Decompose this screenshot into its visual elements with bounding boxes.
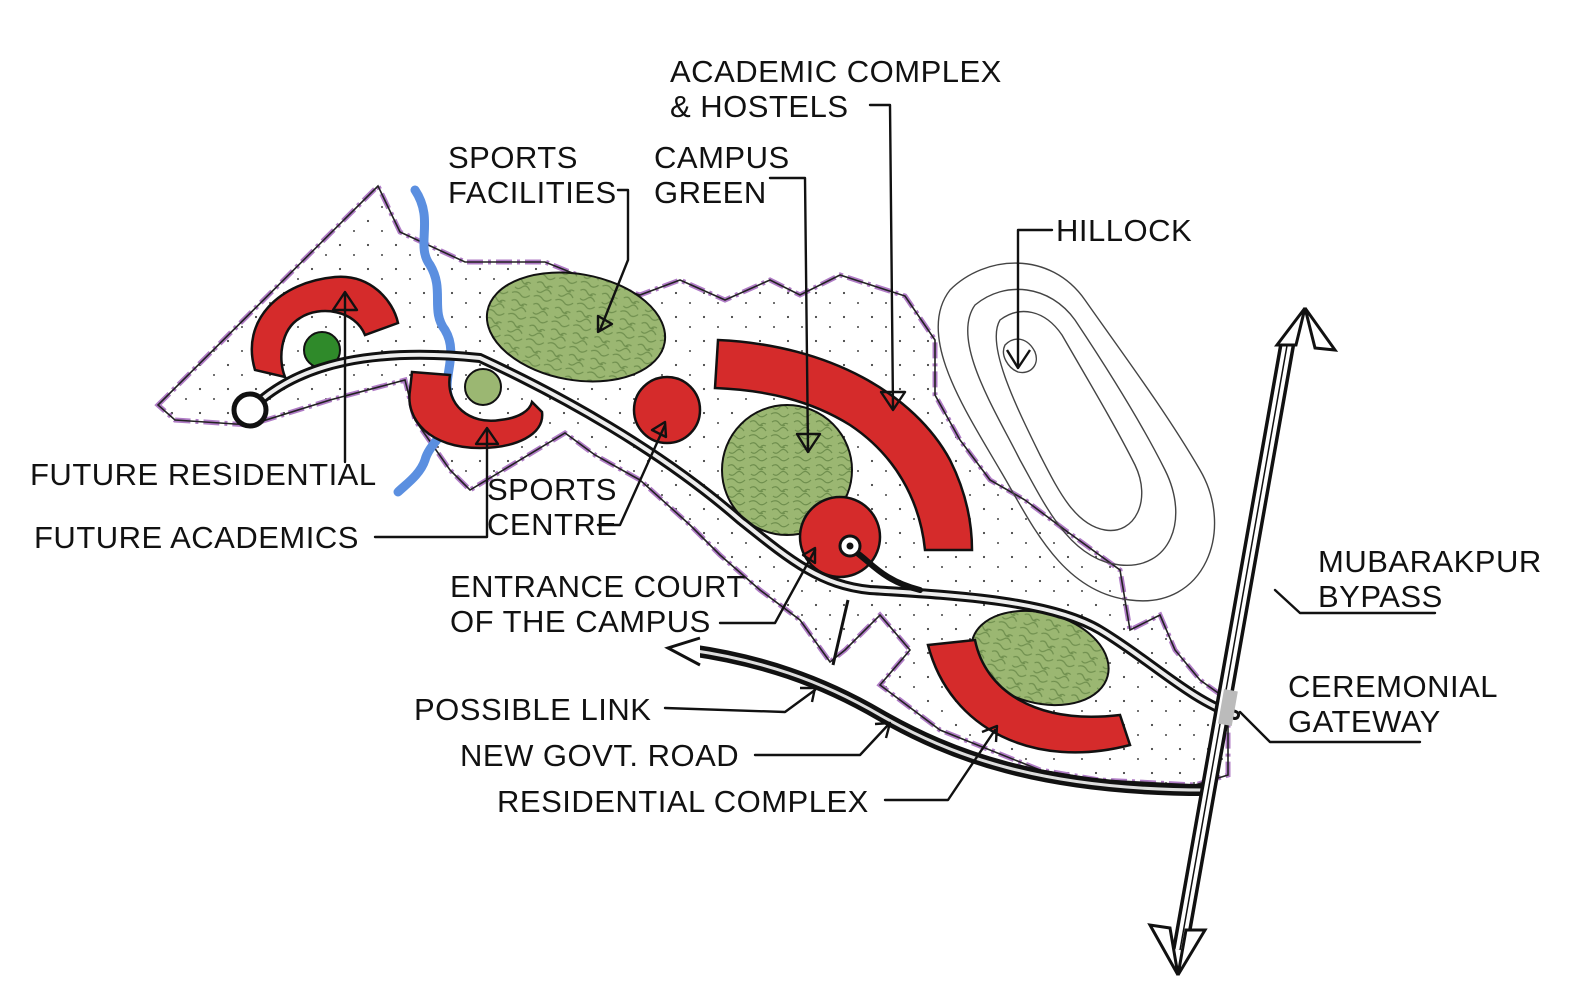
label-new-govt-road: NEW GOVT. ROAD <box>460 738 739 773</box>
label-residential-complex: RESIDENTIAL COMPLEX <box>497 784 869 819</box>
new-govt-road <box>684 644 1211 796</box>
label-sports-centre-1: SPORTS <box>487 472 617 507</box>
label-academic-complex-2: & HOSTELS <box>670 89 849 124</box>
label-entrance-court-1: ENTRANCE COURT <box>450 569 746 604</box>
label-ceremonial-gateway-2: GATEWAY <box>1288 704 1441 739</box>
label-academic-complex-1: ACADEMIC COMPLEX <box>670 54 1002 89</box>
label-possible-link: POSSIBLE LINK <box>414 692 651 727</box>
label-mubarakpur-bypass-2: BYPASS <box>1318 579 1443 614</box>
academic-complex-block <box>713 338 974 552</box>
mubarakpur-bypass <box>1147 307 1339 976</box>
label-sports-facilities-2: FACILITIES <box>448 175 617 210</box>
future-academics-block <box>408 370 544 450</box>
ceremonial-gateway-mark <box>1217 689 1238 726</box>
possible-link-arrowhead <box>664 636 701 667</box>
sports-centre-block <box>632 375 702 445</box>
label-campus-green-2: GREEN <box>654 175 767 210</box>
road-end-circle <box>231 391 269 429</box>
label-ceremonial-gateway-1: CEREMONIAL <box>1288 669 1498 704</box>
future-residential-block <box>250 275 400 379</box>
label-future-academics: FUTURE ACADEMICS <box>34 520 359 555</box>
label-sports-facilities-1: SPORTS <box>448 140 578 175</box>
sports-facilities-green <box>485 271 667 383</box>
labels: ACADEMIC COMPLEX & HOSTELS SPORTS FACILI… <box>30 54 1542 819</box>
residential-complex-block <box>926 638 1132 754</box>
label-entrance-court-2: OF THE CAMPUS <box>450 604 711 639</box>
label-campus-green-1: CAMPUS <box>654 140 790 175</box>
small-green-2 <box>464 368 502 406</box>
hillock-contours <box>937 262 1216 602</box>
stream <box>393 185 457 497</box>
label-mubarakpur-bypass-1: MUBARAKPUR <box>1318 544 1542 579</box>
leader-lines <box>331 103 1437 802</box>
label-sports-centre-2: CENTRE <box>487 507 617 542</box>
label-future-residential: FUTURE RESIDENTIAL <box>30 457 377 492</box>
label-hillock: HILLOCK <box>1056 213 1192 248</box>
